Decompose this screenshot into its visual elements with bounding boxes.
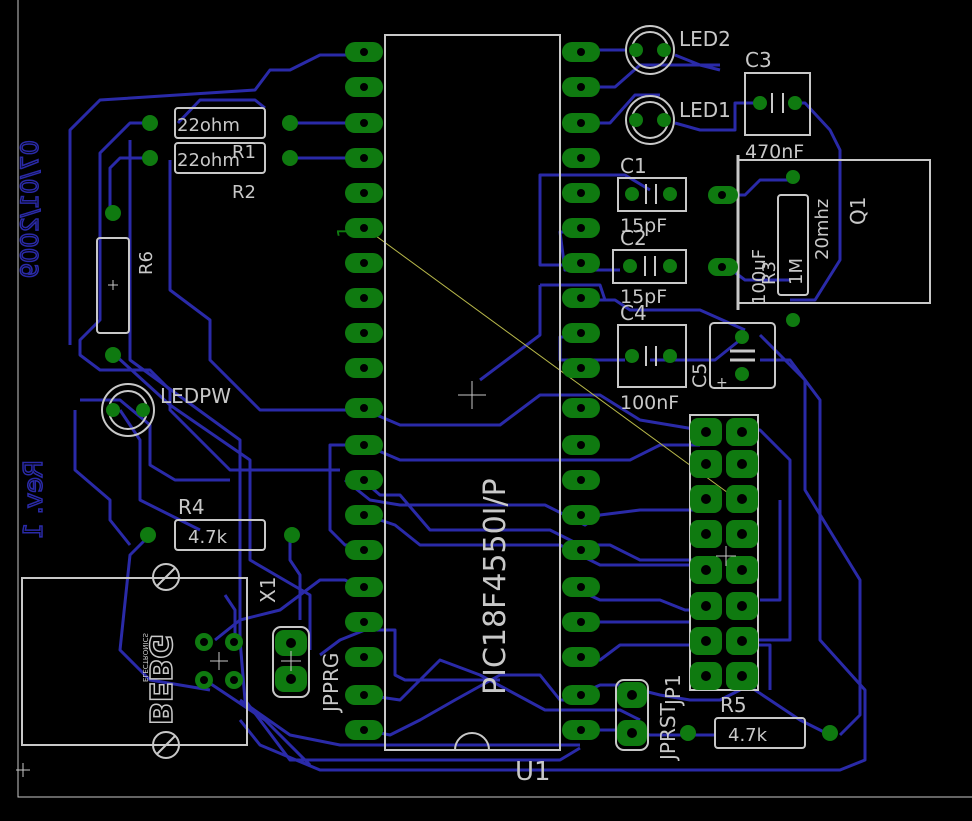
r5-label: R5 <box>720 693 747 717</box>
usb-connector-x1[interactable] <box>21 563 248 759</box>
c5-plus-icon: + <box>716 375 728 391</box>
r1-value: 22ohm <box>177 115 240 136</box>
c2-value: 15pF <box>620 286 667 308</box>
chip-pads-right <box>562 42 600 740</box>
chip-pads-left <box>345 42 383 740</box>
date-text: 07/01/2009 <box>16 140 44 278</box>
airwire <box>364 227 736 499</box>
c1-label: C1 <box>620 154 647 178</box>
traces <box>68 48 867 772</box>
r2-value: 22ohm <box>177 150 240 171</box>
jprst-label: JPRST <box>656 702 680 762</box>
capacitor-c2[interactable] <box>612 249 687 284</box>
jumper-jprst[interactable] <box>615 679 649 751</box>
ledpw-label: LEDPW <box>160 384 231 408</box>
crystal-q1[interactable] <box>708 155 931 310</box>
c3-label: C3 <box>745 48 772 72</box>
jp1-label: JP1 <box>661 674 685 707</box>
capacitor-c3[interactable] <box>744 72 811 136</box>
logo-text: BEBG <box>142 634 177 725</box>
r2-label: R2 <box>232 182 256 203</box>
c3-value: 470nF <box>745 141 804 163</box>
resistor-r2[interactable] <box>142 142 298 174</box>
resistor-r1[interactable] <box>142 107 298 139</box>
resistor-r6[interactable] <box>96 205 130 363</box>
r1-label: R1 <box>232 142 256 163</box>
rev-text: Rev. 1 <box>19 460 49 539</box>
capacitor-c5[interactable]: + <box>709 322 776 391</box>
resistor-r3[interactable] <box>777 170 809 327</box>
chip-u1[interactable]: PIC18F4550I/P U1 1 <box>333 34 561 787</box>
chip-ref-label: U1 <box>515 757 551 787</box>
c5-value: 100uF <box>749 249 770 305</box>
q1-value: 20mhz <box>812 199 833 260</box>
bebg-logo: BEBG ELECTRONICS <box>141 633 178 726</box>
logo-subtext: ELECTRONICS <box>141 633 149 682</box>
jpprg-label: JPPRG <box>319 653 343 714</box>
r3-label: R3 <box>759 261 780 285</box>
c4-label: C4 <box>620 301 647 325</box>
led-power[interactable] <box>101 383 155 437</box>
jumper-jpprg[interactable] <box>272 626 310 698</box>
r5-value: 4.7k <box>728 725 768 746</box>
r3-value: 1M <box>786 258 807 285</box>
c4-value: 100nF <box>620 392 679 414</box>
c2-label: C2 <box>620 226 647 250</box>
capacitor-c1[interactable] <box>617 177 687 212</box>
x1-label: X1 <box>256 577 280 603</box>
r6-label: R6 <box>136 251 157 275</box>
q1-label: Q1 <box>846 197 870 225</box>
led2-label: LED2 <box>679 27 731 51</box>
c1-value: 15pF <box>620 215 667 237</box>
capacitor-c4[interactable] <box>617 324 687 388</box>
r4-value: 4.7k <box>188 527 228 548</box>
chip-part-label: PIC18F4550I/P <box>478 478 513 695</box>
board-outline <box>17 0 972 798</box>
resistor-r5[interactable] <box>680 717 838 749</box>
header-jp1[interactable] <box>689 414 759 691</box>
origin-markers <box>16 381 486 777</box>
led1[interactable] <box>625 95 675 145</box>
led1-label: LED1 <box>679 98 731 122</box>
chip-pad-holes <box>360 48 585 734</box>
led2[interactable] <box>625 25 675 75</box>
r4-label: R4 <box>178 495 205 519</box>
c5-label: C5 <box>689 363 711 388</box>
resistor-r4[interactable] <box>140 519 300 551</box>
